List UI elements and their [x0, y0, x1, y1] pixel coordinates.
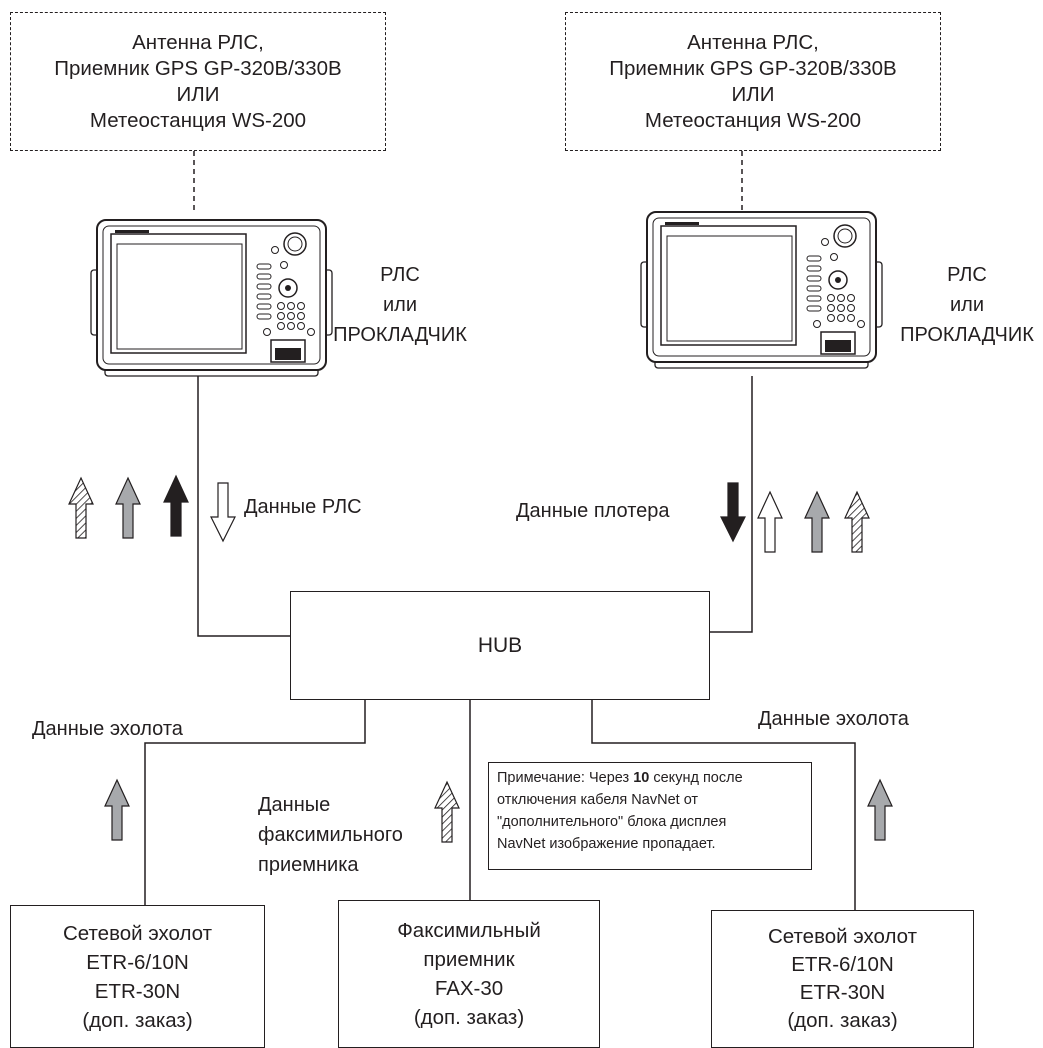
note-prefix: Примечание: Через: [497, 770, 634, 786]
gray-up-arrow: [115, 476, 141, 539]
note-line1-suffix: секунд после: [649, 770, 743, 786]
note-line: "дополнительного" блока дисплея: [497, 814, 727, 830]
fax-box: Факсимильный приемник FAX-30 (доп. заказ…: [338, 900, 600, 1048]
display-unit-right: [640, 211, 883, 369]
connector-lines: [144, 151, 856, 910]
hub-label: HUB: [477, 633, 523, 657]
hatched-up-arrow: [68, 476, 94, 539]
note-box: Примечание: Через 10 секунд после отключ…: [488, 762, 812, 870]
gray-up-arrow: [104, 778, 130, 841]
source-box-right: Антенна РЛС, Приемник GPS GP-320B/330B И…: [565, 12, 941, 151]
flow-arrows: [68, 474, 893, 843]
source-line: ИЛИ: [731, 82, 775, 106]
hatched-up-arrow: [434, 780, 460, 843]
radar-data-label: Данные РЛС: [244, 496, 362, 518]
source-line: Приемник GPS GP-320B/330B: [54, 56, 342, 80]
source-box-left: Антенна РЛС, Приемник GPS GP-320B/330B И…: [10, 12, 386, 151]
source-line: Метеостанция WS-200: [644, 108, 862, 132]
white-down-arrow: [210, 482, 236, 543]
note-line: NavNet изображение пропадает.: [497, 836, 716, 852]
sounder-data-label-left: Данные эхолота: [32, 718, 183, 740]
hub-box: HUB: [290, 591, 710, 700]
source-line: Антенна РЛС,: [132, 30, 264, 54]
display-label-left: РЛС или ПРОКЛАДЧИК: [333, 264, 467, 346]
source-line: Антенна РЛС,: [687, 30, 819, 54]
gray-up-arrow: [867, 778, 893, 841]
note-seconds: 10: [633, 770, 650, 786]
hatched-up-arrow: [844, 490, 870, 553]
sounder-data-label-right: Данные эхолота: [758, 708, 909, 730]
sounder-box-right: Сетевой эхолот ETR-6/10N ETR-30N (доп. з…: [711, 910, 974, 1048]
white-up-arrow: [757, 490, 783, 553]
black-up-arrow: [163, 474, 189, 537]
black-down-arrow: [720, 482, 746, 543]
source-line: ИЛИ: [176, 82, 220, 106]
display-label-right: РЛС или ПРОКЛАДЧИК: [900, 264, 1034, 346]
display-unit-left: [90, 219, 333, 377]
source-line: Метеостанция WS-200: [89, 108, 307, 132]
note-line: отключения кабеля NavNet от: [497, 792, 699, 808]
gray-up-arrow: [804, 490, 830, 553]
plotter-data-label: Данные плотера: [516, 500, 670, 522]
fax-data-label: Данные факсимильного приемника: [258, 794, 403, 876]
source-line: Приемник GPS GP-320B/330B: [609, 56, 897, 80]
sounder-box-left: Сетевой эхолот ETR-6/10N ETR-30N (доп. з…: [10, 905, 265, 1048]
